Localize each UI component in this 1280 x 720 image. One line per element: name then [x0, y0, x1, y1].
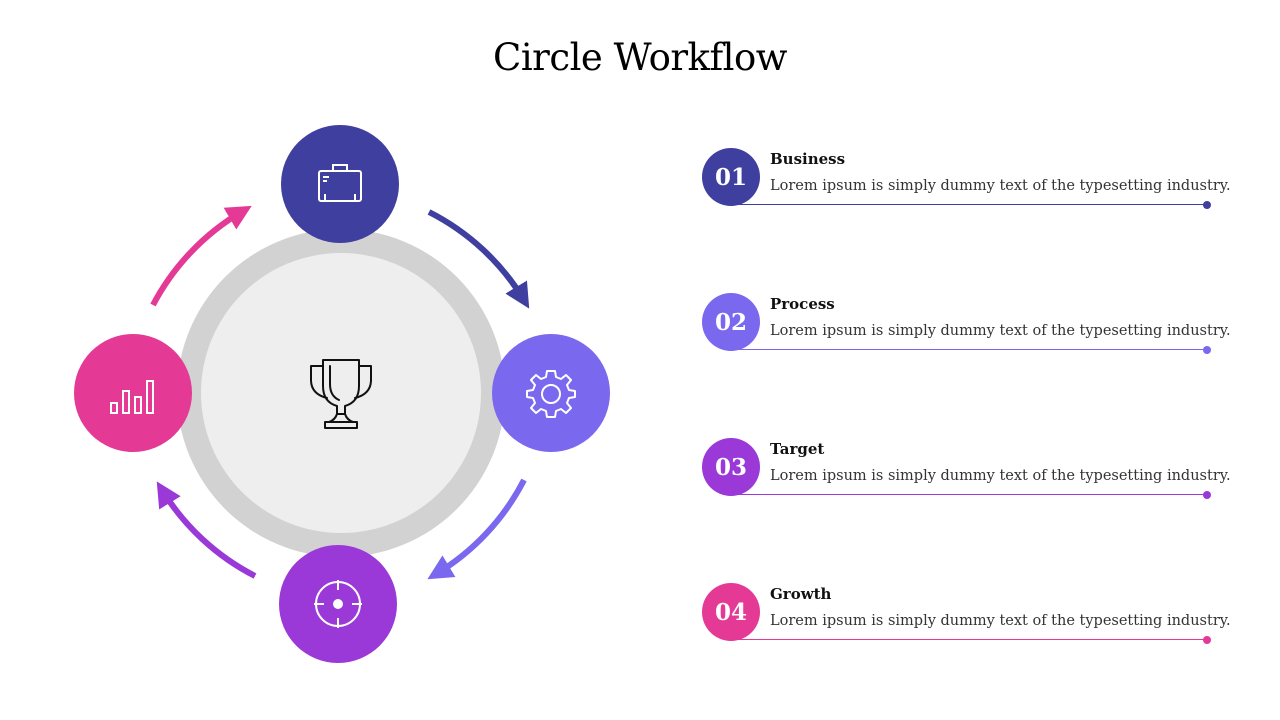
- list-item-target: 03 Target Lorem ipsum is simply dummy te…: [702, 438, 1231, 502]
- list-item-process: 02 Process Lorem ipsum is simply dummy t…: [702, 293, 1231, 357]
- list-item-growth: 04 Growth Lorem ipsum is simply dummy te…: [702, 583, 1231, 647]
- item-description: Lorem ipsum is simply dummy text of the …: [770, 323, 1231, 339]
- page-title: Circle Workflow: [493, 36, 787, 79]
- growth-node: [74, 334, 192, 452]
- item-title: Target: [770, 440, 825, 458]
- gear-icon: [526, 370, 576, 418]
- item-title: Process: [770, 295, 835, 313]
- item-title: Growth: [770, 585, 832, 603]
- item-end-dot: [1203, 201, 1211, 209]
- item-underline: [732, 204, 1207, 205]
- bar-chart-icon: [110, 380, 154, 414]
- item-title: Business: [770, 150, 846, 168]
- briefcase-icon: [318, 164, 362, 202]
- item-underline: [732, 639, 1207, 640]
- item-underline: [732, 349, 1207, 350]
- step-badge: 02: [702, 293, 760, 351]
- arrow-process-to-target: [427, 478, 527, 580]
- step-badge: 01: [702, 148, 760, 206]
- item-underline: [732, 494, 1207, 495]
- circle-workflow-diagram: [74, 125, 610, 663]
- arrow-business-to-process: [427, 209, 530, 309]
- step-badge: 04: [702, 583, 760, 641]
- item-description: Lorem ipsum is simply dummy text of the …: [770, 468, 1231, 484]
- step-badge: 03: [702, 438, 760, 496]
- item-description: Lorem ipsum is simply dummy text of the …: [770, 613, 1231, 629]
- trophy-icon: [310, 359, 372, 429]
- item-end-dot: [1203, 346, 1211, 354]
- process-node: [492, 334, 610, 452]
- list-item-business: 01 Business Lorem ipsum is simply dummy …: [702, 148, 1231, 212]
- arrow-target-to-growth: [156, 481, 257, 579]
- arrow-growth-to-business: [150, 205, 252, 307]
- target-node: [279, 545, 397, 663]
- inner-circle: [201, 253, 481, 533]
- target-icon: [314, 580, 362, 628]
- item-description: Lorem ipsum is simply dummy text of the …: [770, 178, 1231, 194]
- item-end-dot: [1203, 636, 1211, 644]
- business-node: [281, 125, 399, 243]
- item-end-dot: [1203, 491, 1211, 499]
- workflow-arrows: [150, 205, 530, 580]
